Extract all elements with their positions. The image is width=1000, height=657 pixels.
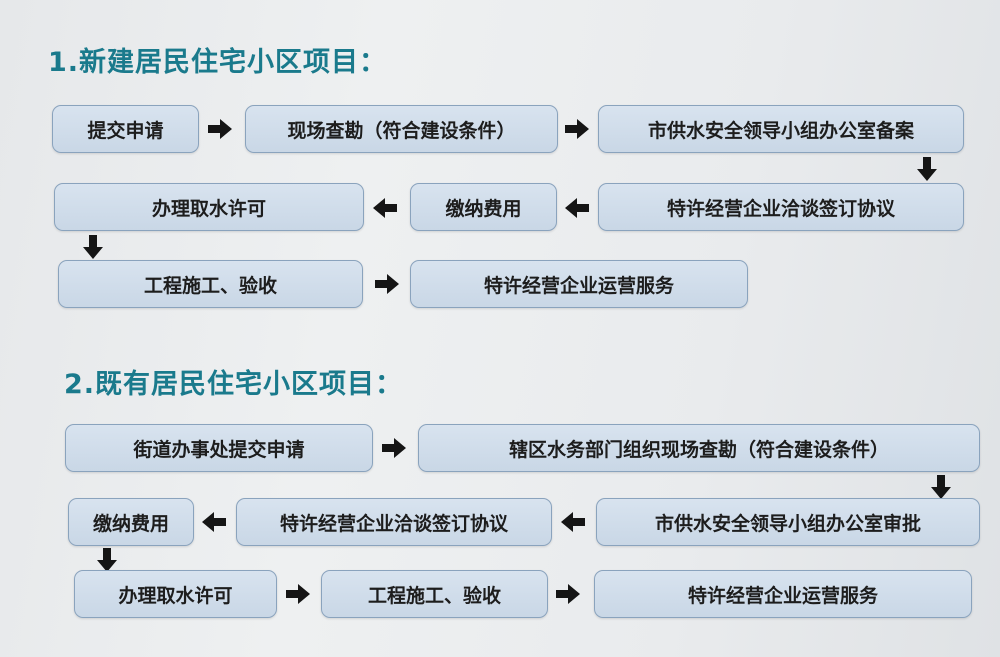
arrow-icon bbox=[558, 507, 588, 537]
s2-step-pay-fees: 缴纳费用 bbox=[68, 498, 194, 546]
arrow-icon bbox=[78, 232, 108, 262]
s1-step-office-filing: 市供水安全领导小组办公室备案 bbox=[598, 105, 964, 153]
s1-step-operation-service: 特许经营企业运营服务 bbox=[410, 260, 748, 308]
s2-step-construction-acceptance: 工程施工、验收 bbox=[321, 570, 548, 618]
arrow-icon bbox=[370, 193, 400, 223]
s2-step-street-office-application: 街道办事处提交申请 bbox=[65, 424, 373, 472]
arrow-icon bbox=[92, 545, 122, 575]
s1-step-pay-fees: 缴纳费用 bbox=[410, 183, 557, 231]
arrow-icon bbox=[926, 472, 956, 502]
s2-step-office-approval: 市供水安全领导小组办公室审批 bbox=[596, 498, 980, 546]
arrow-icon bbox=[562, 193, 592, 223]
arrow-icon bbox=[553, 579, 583, 609]
arrow-icon bbox=[283, 579, 313, 609]
section-1-title: 1.新建居民住宅小区项目： bbox=[48, 47, 388, 78]
arrow-icon bbox=[199, 507, 229, 537]
arrow-icon bbox=[379, 433, 409, 463]
s1-step-submit-application: 提交申请 bbox=[52, 105, 199, 153]
s1-step-site-survey: 现场查勘（符合建设条件） bbox=[245, 105, 558, 153]
s1-step-construction-acceptance: 工程施工、验收 bbox=[58, 260, 363, 308]
s2-step-operation-service: 特许经营企业运营服务 bbox=[594, 570, 972, 618]
s1-step-water-permit: 办理取水许可 bbox=[54, 183, 364, 231]
arrow-icon bbox=[205, 114, 235, 144]
s2-step-water-permit: 办理取水许可 bbox=[74, 570, 277, 618]
arrow-icon bbox=[912, 154, 942, 184]
s2-step-district-site-survey: 辖区水务部门组织现场查勘（符合建设条件） bbox=[418, 424, 980, 472]
arrow-icon bbox=[372, 269, 402, 299]
section-2-title: 2.既有居民住宅小区项目： bbox=[64, 369, 404, 400]
arrow-icon bbox=[562, 114, 592, 144]
s1-step-franchise-agreement: 特许经营企业洽谈签订协议 bbox=[598, 183, 964, 231]
s2-step-franchise-agreement: 特许经营企业洽谈签订协议 bbox=[236, 498, 552, 546]
